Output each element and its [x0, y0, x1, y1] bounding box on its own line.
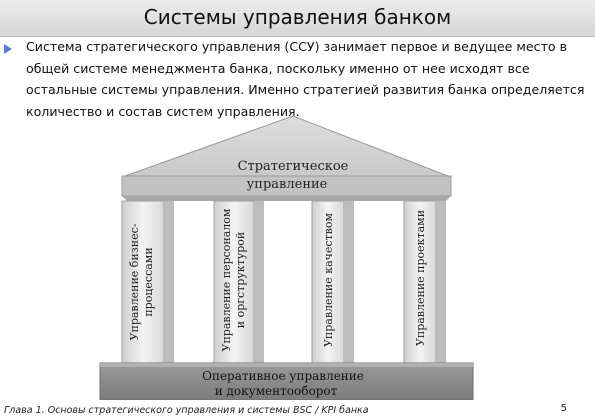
roof-label-line2: управление [247, 177, 328, 192]
bullet-arrow-icon [4, 44, 12, 54]
page-number: 5 [560, 403, 567, 414]
pillar-1-label-line2: процессами [142, 247, 155, 316]
footer-caption: Глава 1. Основы стратегического управлен… [4, 405, 369, 416]
base [99, 362, 474, 401]
footer-bar [0, 400, 595, 420]
slide-title: Системы управления банком [143, 5, 452, 29]
pillar-4-label: Управление проектами [414, 210, 427, 346]
pillar-2-label-line2: и оргструктурой [234, 232, 247, 328]
pillar-1 [121, 200, 174, 364]
pillar-3 [311, 200, 354, 364]
roof-label-line1: Стратегическое [238, 159, 349, 174]
bullet-text: Система стратегического управления (ССУ)… [26, 39, 585, 119]
base-label-line2: и документооборот [215, 384, 338, 398]
pillar-2 [213, 200, 264, 364]
pillar-3-label: Управление качеством [322, 213, 335, 348]
title-bar: Системы управления банком [0, 0, 595, 37]
pillar-2-label-line1: Управление персоналом [220, 208, 233, 351]
roof [121, 115, 452, 201]
base-label-line1: Оперативное управление [202, 369, 364, 383]
pillar-1-label-line1: Управление бизнес- [128, 223, 141, 340]
